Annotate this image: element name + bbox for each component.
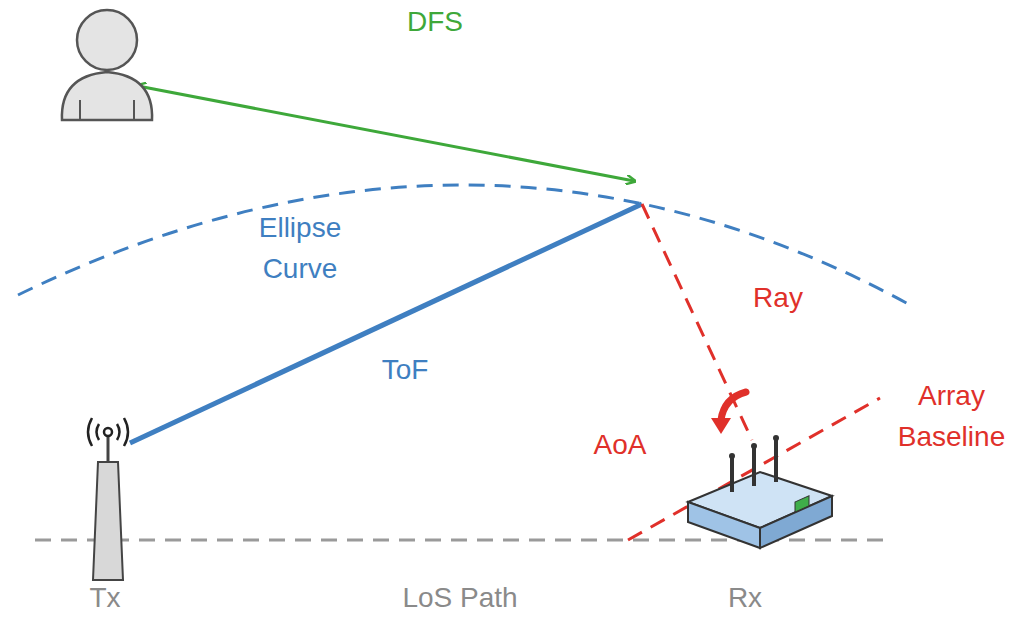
rx-router [688,435,832,548]
ellipse-label: Ellipse Curve [220,208,380,289]
person-icon [62,10,152,120]
tof-line [130,204,642,443]
tx-label: Tx [70,578,140,619]
ray-line [642,204,752,440]
tx-tower [88,418,128,580]
baseline-label: Array Baseline [879,376,1024,457]
los-label: LoS Path [380,578,540,619]
dfs-arrow [138,86,634,181]
aoa-arrow [711,392,746,434]
aoa-label: AoA [575,425,665,466]
tof-label: ToF [360,350,450,391]
rx-label: Rx [710,578,780,619]
dfs-label: DFS [390,2,480,43]
baseline-line [628,398,880,540]
ray-label: Ray [738,278,818,319]
